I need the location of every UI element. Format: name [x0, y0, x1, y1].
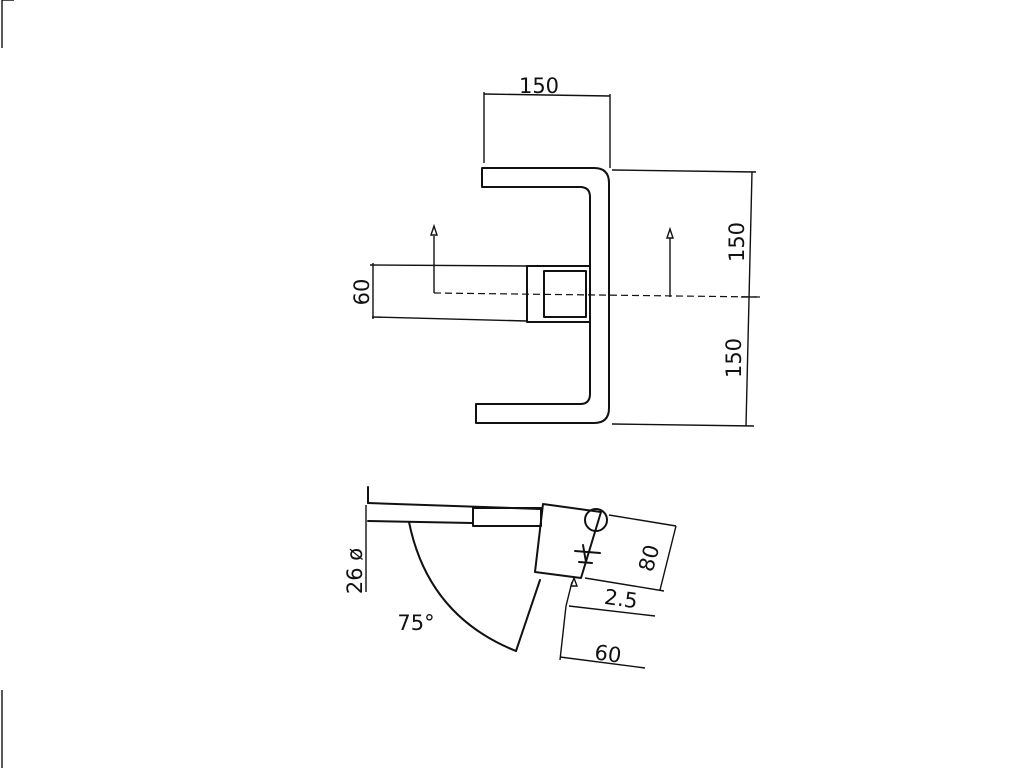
dimension-right-heights: 150 150: [611, 169, 757, 427]
dimension-label-depth: 80: [634, 542, 664, 574]
dimension-gap: 2.5: [565, 576, 656, 617]
scan-border: [1, 0, 14, 768]
dimension-offset: 60: [559, 605, 646, 669]
wall-plan: [367, 486, 541, 524]
dimension-label-bracket-height: 60: [350, 279, 374, 306]
dimension-label-upper-height: 150: [725, 222, 749, 262]
dimension-label-lower-height: 150: [722, 338, 746, 378]
dimension-label-diameter: 26 ø: [343, 548, 367, 594]
swing-arc: [408, 521, 541, 652]
angle-label: 75°: [397, 611, 434, 635]
handrail-plan: [472, 503, 608, 579]
centreline: [430, 223, 761, 298]
handrail-elevation: [475, 167, 610, 424]
angle-text: 75°: [397, 611, 434, 635]
dimension-label-gap: 2.5: [603, 585, 639, 613]
dimension-bracket-height: 60: [350, 263, 528, 322]
dimension-top-width: 150: [483, 74, 611, 168]
dimension-diameter: 26 ø: [343, 505, 367, 594]
dimension-label-offset: 60: [593, 640, 623, 667]
dimension-label-top-width: 150: [519, 74, 559, 98]
